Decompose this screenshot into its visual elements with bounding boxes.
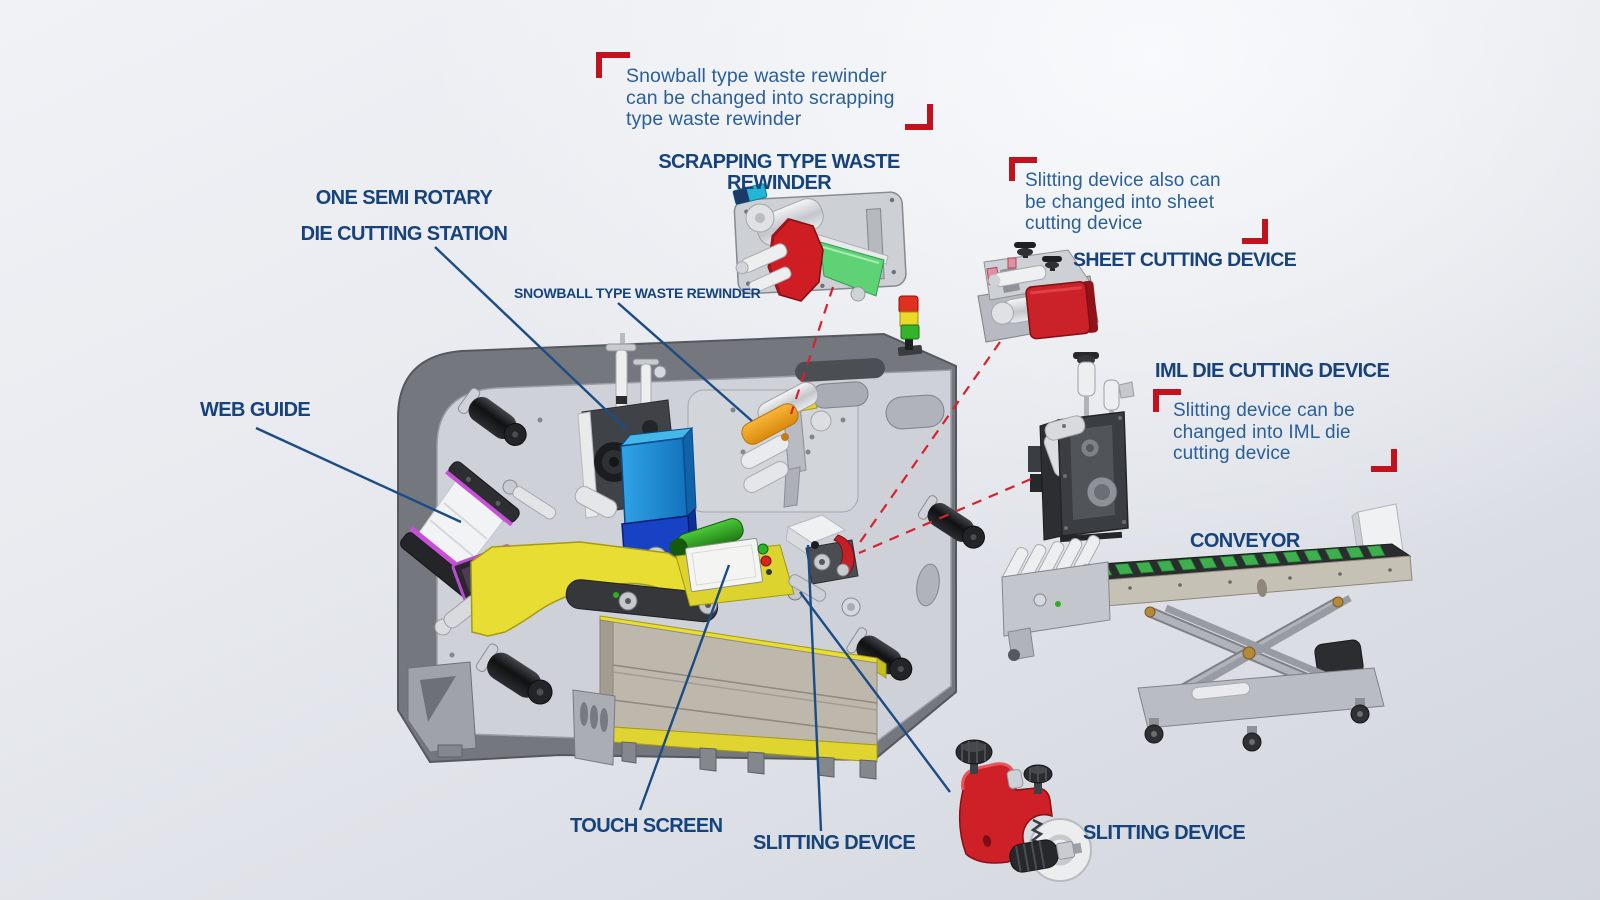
adjust-knobs (1014, 242, 1062, 271)
note-sheet-cutting: Slitting device also can be changed into… (1025, 170, 1221, 234)
leader-web-guide (255, 426, 462, 524)
bracket-topleft-sheet-note (1009, 157, 1037, 181)
touch-screen-console (675, 537, 795, 607)
label-scrapping-rewinder: SCRAPPING TYPE WASTE REWINDER (658, 151, 900, 194)
touch-screen-display (685, 537, 763, 593)
snowball-rewinder-on-machine (740, 381, 832, 508)
green-roller (669, 518, 744, 557)
scrapping-rewinder-unit (732, 183, 907, 302)
bracket-bottomright-waste-note (905, 104, 933, 130)
label-web-guide: WEB GUIDE (200, 399, 311, 421)
label-iml-die-cutting: IML DIE CUTTING DEVICE (1155, 360, 1390, 382)
bracket-topleft-waste-note (596, 52, 630, 78)
bracket-bottomright-iml-note (1371, 449, 1397, 472)
label-slitting-center: SLITTING DEVICE (753, 832, 916, 854)
conveyor-unit (1001, 503, 1413, 752)
dashed-line-sheet-to-slitting (855, 341, 1001, 549)
casters (1144, 698, 1370, 752)
slitting-knob-right (1023, 764, 1053, 794)
note-iml: Slitting device can be changed into IML … (1173, 400, 1355, 464)
leader-slitting-center (806, 544, 823, 832)
stop-button (760, 555, 772, 567)
leader-die-station (434, 246, 628, 431)
bracket-bottomright-sheet-note (1242, 219, 1268, 244)
idler-roller-upper (502, 479, 557, 520)
label-slitting-right: SLITTING DEVICE (1083, 822, 1246, 844)
unwind-roller-bottom-left (475, 643, 553, 705)
leader-slitting-device (799, 591, 951, 793)
dashed-option-lines (789, 286, 1032, 555)
signal-tower (897, 295, 923, 357)
rewind-roller-bottom-right (846, 627, 913, 681)
start-button (757, 543, 769, 555)
dashed-line-scrapping-to-snowball (789, 286, 835, 415)
label-die-station: ONE SEMI ROTARY DIE CUTTING STATION (300, 187, 508, 245)
label-sheet-cutting: SHEET CUTTING DEVICE (1073, 249, 1297, 271)
slitting-unit-on-machine (785, 514, 861, 617)
label-conveyor: CONVEYOR (1190, 530, 1300, 552)
leader-snowball (617, 302, 753, 422)
dashed-line-iml-to-slitting (858, 477, 1032, 555)
web-guide-unit (400, 461, 523, 602)
label-touch-screen: TOUCH SCREEN (570, 815, 723, 837)
unwind-roller-top-left (457, 387, 527, 446)
leader-touch-screen (638, 564, 731, 811)
leader-lines (255, 246, 951, 832)
iml-die-cutting-unit (1028, 352, 1135, 543)
label-snowball-rewinder: SNOWBALL TYPE WASTE REWINDER (514, 285, 761, 301)
note-waste-rewinder: Snowball type waste rewinder can be chan… (626, 65, 895, 130)
machine-base-legs (407, 661, 616, 766)
slitting-knob-left (955, 739, 993, 774)
bracket-topleft-iml-note (1153, 389, 1181, 412)
rewind-roller-top-right (917, 495, 985, 549)
sheet-cutting-unit (977, 242, 1099, 343)
slitting-device-unit (955, 739, 1092, 882)
lower-cabinet (599, 619, 878, 780)
